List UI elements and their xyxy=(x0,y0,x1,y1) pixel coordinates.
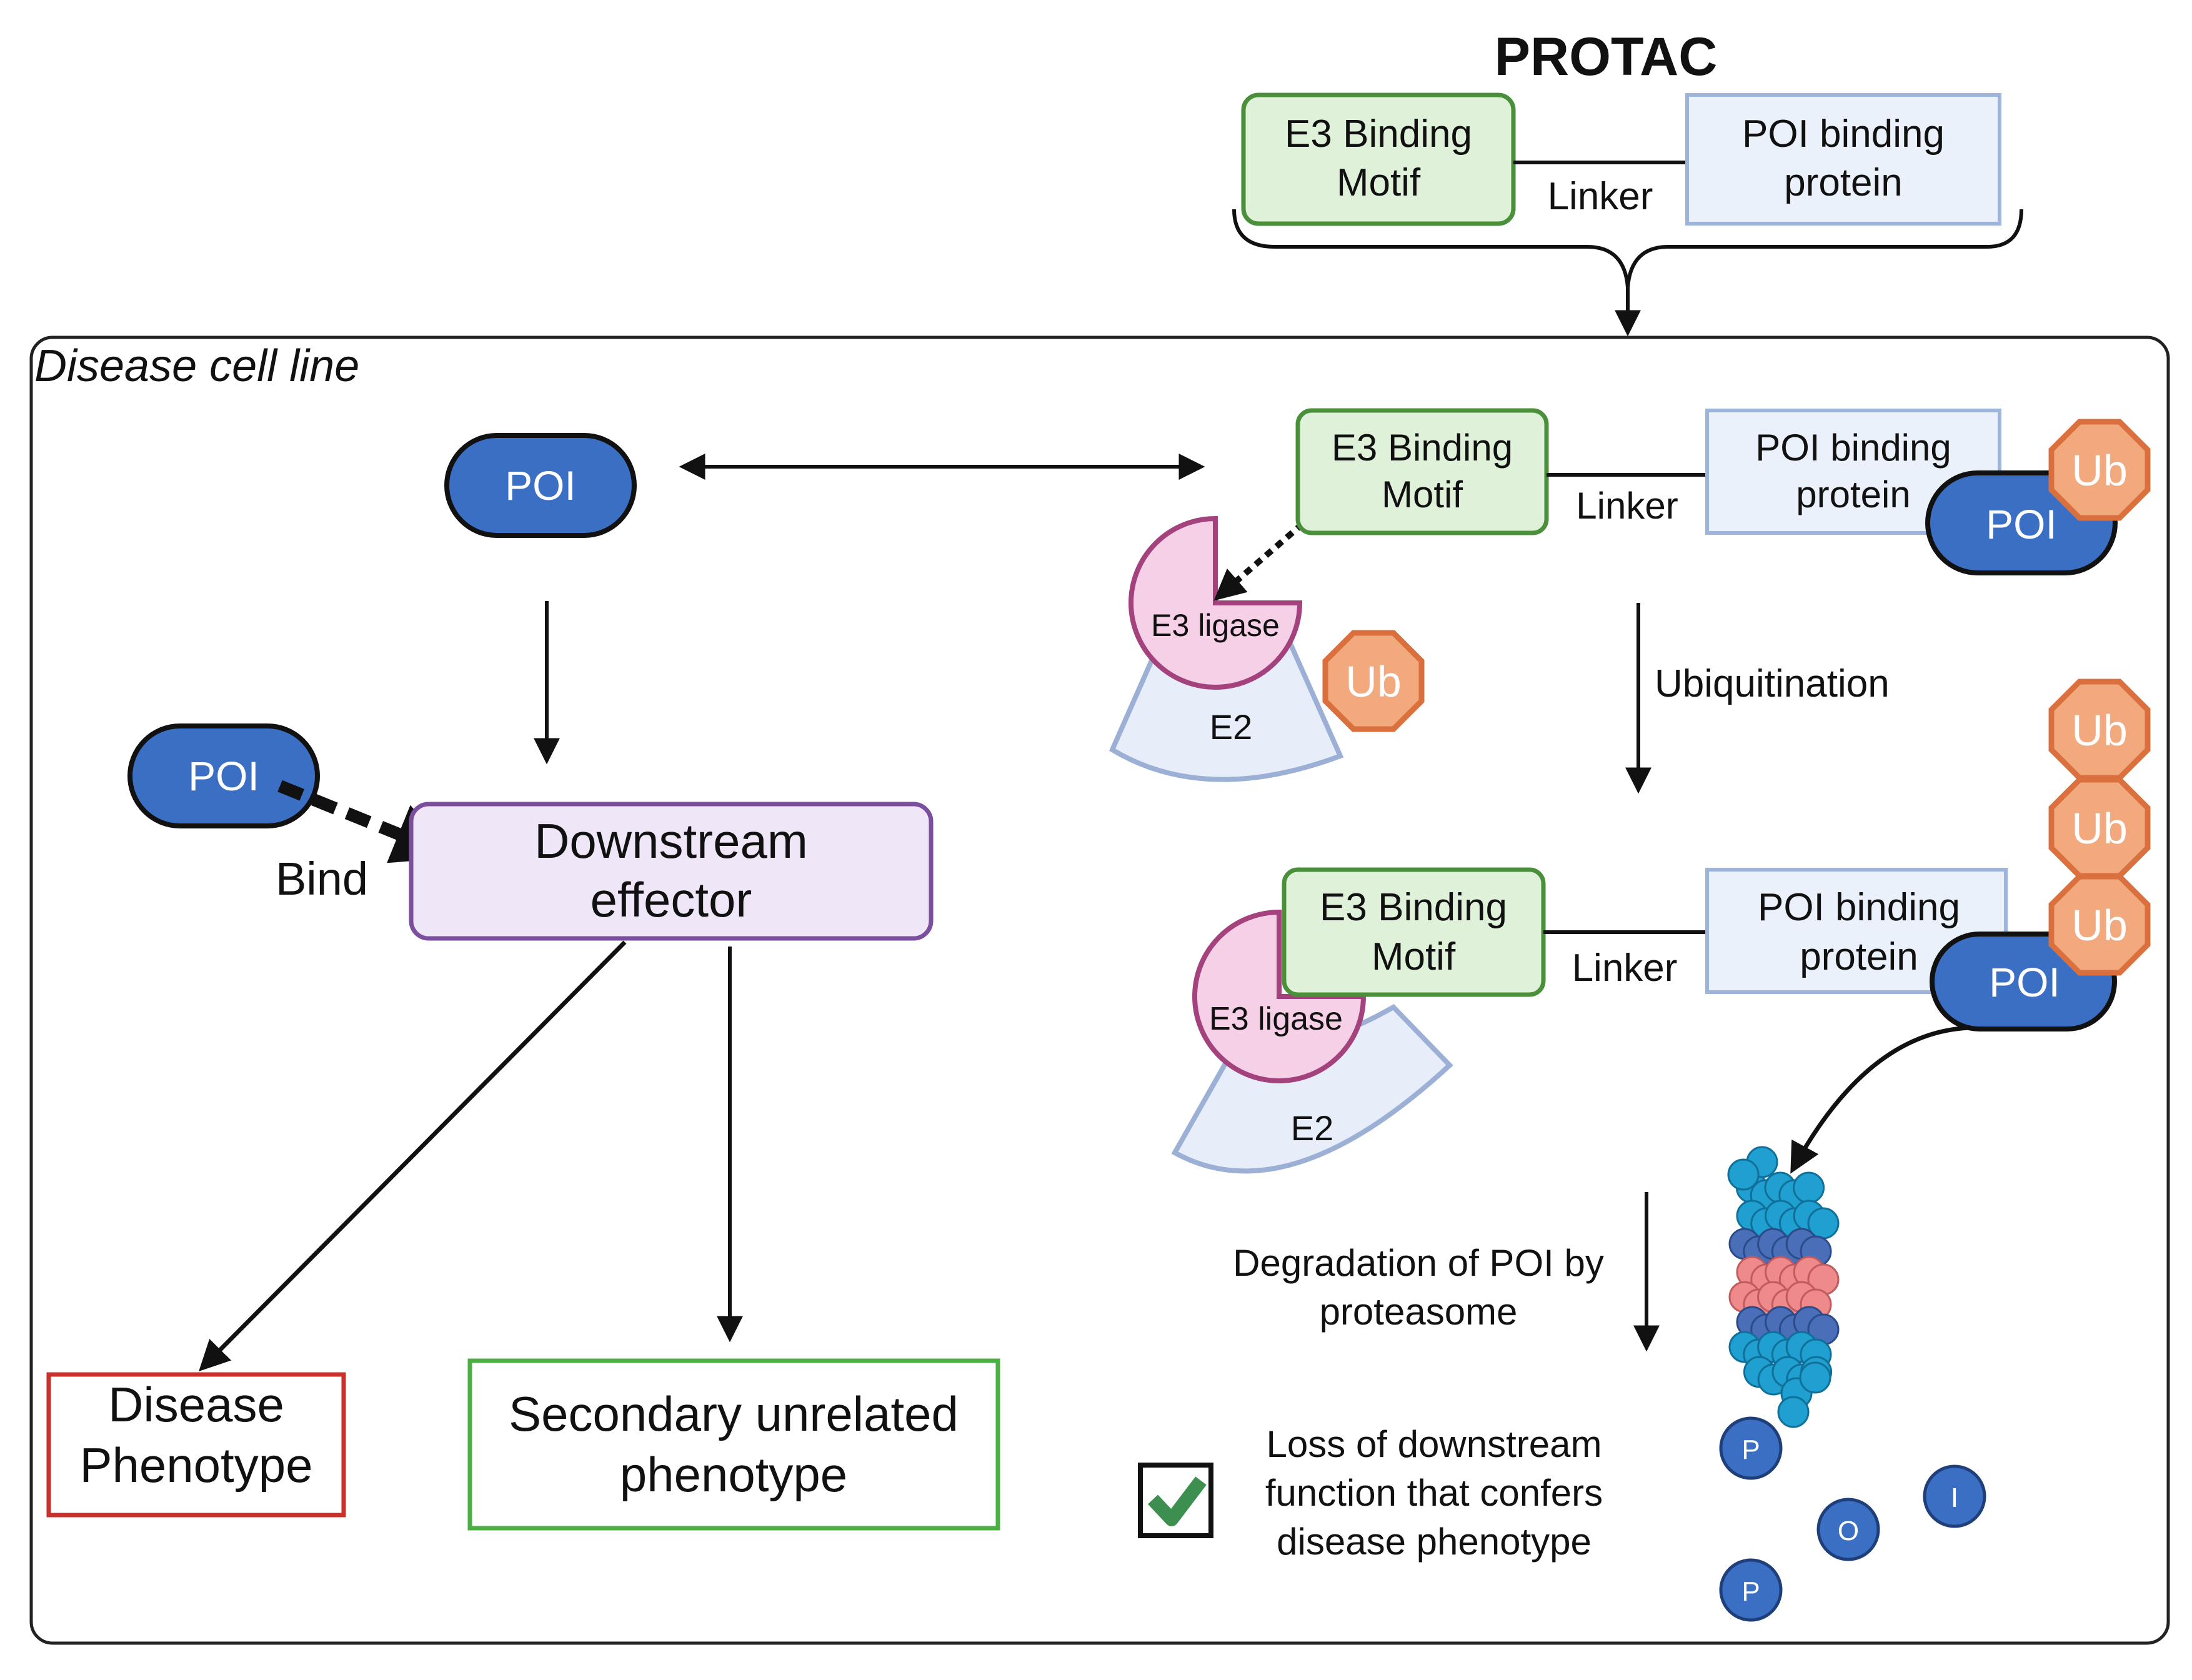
e3-ligase-label-lower: E3 ligase xyxy=(1209,1001,1343,1037)
effector-label-2: effector xyxy=(590,872,752,927)
e3-ligase-lower xyxy=(1192,909,1367,1083)
loss-label-1: Loss of downstream xyxy=(1267,1423,1602,1465)
poi-to-proteasome-arrow xyxy=(1790,1025,1972,1174)
degradation-label-2: proteasome xyxy=(1320,1291,1518,1333)
e3-binding-motif-upper xyxy=(1295,408,1549,535)
ternary-complex-upper: E2 E3 ligase Ub E3 Binding Motif Linker … xyxy=(1108,408,2148,782)
ub-chain-3: Ub xyxy=(2051,877,2148,973)
proteasome xyxy=(1727,1146,1840,1428)
protac-header: PROTAC E3 Binding Motif Linker POI bindi… xyxy=(1232,27,2023,337)
secondary-phenotype-label-1: Secondary unrelated xyxy=(509,1386,959,1441)
fragment-i-label: I xyxy=(1951,1483,1958,1513)
ub-chain-2-label: Ub xyxy=(2071,804,2127,853)
poi-binding-lower-label-2: protein xyxy=(1800,935,1918,978)
linker-label-lower: Linker xyxy=(1572,947,1678,990)
e2-label-lower: E2 xyxy=(1291,1108,1334,1148)
loss-label-2: function that confers xyxy=(1265,1472,1603,1514)
linker-label-upper: Linker xyxy=(1576,485,1678,527)
ub-chain-2: Ub xyxy=(2051,780,2148,876)
ub-chain-1: Ub xyxy=(2051,682,2148,778)
poi-binding-upper-label-2: protein xyxy=(1796,474,1910,515)
effector-to-disease-arrow xyxy=(199,940,627,1371)
cell-label: Disease cell line xyxy=(34,341,359,391)
fragment-p2 xyxy=(1719,1558,1783,1622)
e3-binding-lower-label-1: E3 Binding xyxy=(1320,886,1507,929)
ub-upper-attached-label: Ub xyxy=(2071,446,2127,495)
poi-pill-bind xyxy=(127,723,320,828)
effector-label-1: Downstream xyxy=(534,813,808,868)
protac-linker-label: Linker xyxy=(1548,175,1653,218)
ligase-binding-dotted-arrow xyxy=(1213,521,1305,601)
poi-pill-lower-label: POI xyxy=(1989,959,2060,1005)
proteasome-subunit xyxy=(1777,1396,1810,1428)
left-pathway: POI POI Bind Downstream effector Disease… xyxy=(46,433,1205,1531)
fragment-i xyxy=(1923,1464,1986,1528)
e3-binding-upper-label-2: Motif xyxy=(1382,474,1463,515)
e3-ligase-upper xyxy=(1128,515,1303,690)
ub-chain-3-label: Ub xyxy=(2071,901,2127,950)
disease-phenotype-label-1: Disease xyxy=(108,1377,284,1432)
check-box xyxy=(1138,1463,1213,1538)
protac-title: PROTAC xyxy=(1495,27,1718,87)
ub-upper-free-label: Ub xyxy=(1345,657,1401,706)
e3-ligase-label-upper: E3 ligase xyxy=(1151,608,1280,643)
ub-upper-attached: Ub xyxy=(2051,422,2148,518)
poi-pill-top xyxy=(444,433,637,538)
poi-pill-top-label: POI xyxy=(505,462,576,509)
e3-binding-lower-label-2: Motif xyxy=(1372,935,1456,978)
protac-e3-binding-motif xyxy=(1241,92,1516,226)
proteasome-subunit xyxy=(1793,1171,1825,1204)
ternary-complex-lower: E2 E3 Binding Motif E3 ligase Linker POI… xyxy=(1171,682,2148,1174)
poi-pill-upper-label: POI xyxy=(1986,501,2057,547)
fragment-p2-label: P xyxy=(1741,1576,1760,1607)
protac-poi-binding-protein xyxy=(1685,93,2001,226)
e3-binding-upper-label-1: E3 Binding xyxy=(1332,427,1513,469)
downstream-effector xyxy=(409,802,934,941)
secondary-phenotype-box xyxy=(467,1358,1000,1531)
poi-binding-lower-label-1: POI binding xyxy=(1758,886,1960,929)
poi-pill-bind-label: POI xyxy=(188,753,259,799)
fragment-p1-label: P xyxy=(1741,1434,1760,1465)
check-icon xyxy=(1147,1476,1207,1526)
fragment-o xyxy=(1816,1498,1880,1561)
cell-boundary xyxy=(29,336,2170,1645)
fragment-o-label: O xyxy=(1838,1516,1859,1546)
disease-phenotype-box xyxy=(46,1372,346,1518)
proteasome-subunit xyxy=(1799,1361,1831,1394)
ub-upper-free: Ub xyxy=(1325,633,1422,729)
degradation-label-1: Degradation of POI by xyxy=(1233,1242,1604,1284)
protac-e3-label-1: E3 Binding xyxy=(1285,112,1472,156)
e2-label-upper: E2 xyxy=(1210,707,1253,747)
fragment-p1 xyxy=(1719,1416,1783,1480)
protac-poi-binding-label-1: POI binding xyxy=(1742,112,1945,156)
proteasome-subunit xyxy=(1727,1158,1760,1191)
disease-phenotype-label-2: Phenotype xyxy=(80,1438,313,1493)
secondary-phenotype-label-2: phenotype xyxy=(620,1447,847,1502)
poi-binding-upper-label-1: POI binding xyxy=(1755,427,1951,469)
protac-poi-binding-label-2: protein xyxy=(1784,161,1903,204)
protac-e3-label-2: Motif xyxy=(1337,161,1421,204)
fragments: P I O P xyxy=(1719,1416,1986,1622)
ub-chain-1-label: Ub xyxy=(2071,706,2127,755)
bind-label: Bind xyxy=(276,853,368,905)
loss-of-function: Loss of downstream function that confers… xyxy=(1138,1423,1603,1563)
loss-label-3: disease phenotype xyxy=(1277,1521,1592,1563)
ubiquitination-label: Ubiquitination xyxy=(1655,662,1890,705)
